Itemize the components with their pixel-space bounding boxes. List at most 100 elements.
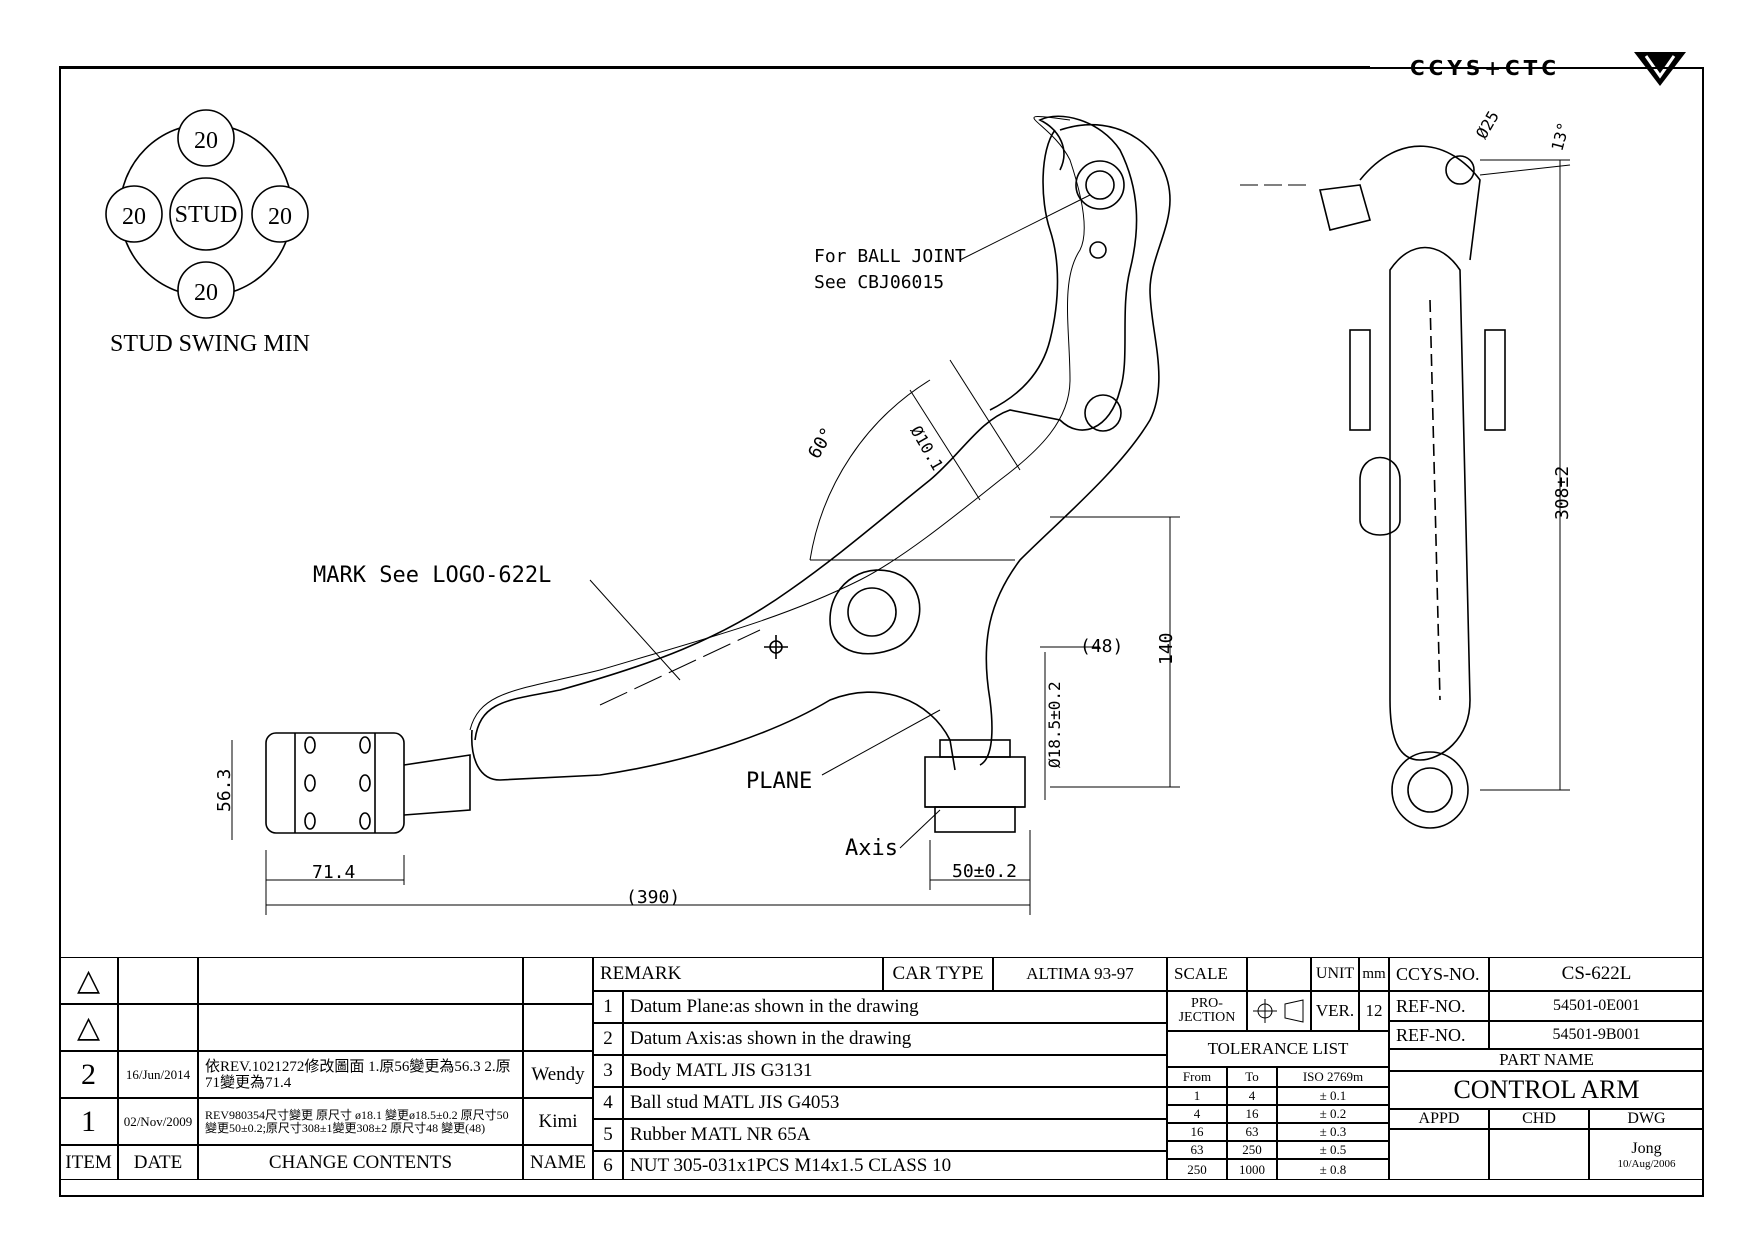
tol-row4-val: ± 0.5 — [1277, 1141, 1389, 1159]
unit-value: mm — [1359, 957, 1389, 991]
remark-4-text: Ball stud MATL JIS G4053 — [623, 1087, 1167, 1119]
appd-value — [1389, 1129, 1489, 1180]
appd-label: APPD — [1389, 1109, 1489, 1129]
rev-triangle-blank-2: △ — [59, 1004, 118, 1051]
rev-contents-blank-1 — [198, 957, 523, 1004]
rev-1-number: 1 — [59, 1098, 118, 1145]
dia-18-label: Ø18.5±0.2 — [1045, 681, 1064, 768]
tol-row3-from: 16 — [1167, 1123, 1227, 1141]
chd-value — [1489, 1129, 1589, 1180]
rev-triangle-blank-1: △ — [59, 957, 118, 1004]
remark-2-no: 2 — [593, 1023, 623, 1055]
remark-5-text: Rubber MATL NR 65A — [623, 1119, 1167, 1151]
tol-row2-to: 16 — [1227, 1105, 1277, 1123]
rev-1-name: Kimi — [523, 1098, 593, 1145]
header-item: ITEM — [59, 1145, 118, 1180]
dim-308-label: 308±2 — [1552, 466, 1573, 520]
dim-71-label: 71.4 — [312, 862, 355, 883]
tol-row1-from: 1 — [1167, 1087, 1227, 1105]
tol-row4-from: 63 — [1167, 1141, 1227, 1159]
remark-3-text: Body MATL JIS G3131 — [623, 1055, 1167, 1087]
remark-4-no: 4 — [593, 1087, 623, 1119]
dim-48-label: (48) — [1080, 636, 1123, 657]
rev-2-contents: 依REV.1021272修改圖面 1.原56變更為56.3 2.原71變更為71… — [198, 1051, 523, 1098]
ref-label-1: REF-NO. — [1389, 991, 1489, 1021]
remark-1-text: Datum Plane:as shown in the drawing — [623, 991, 1167, 1023]
tolerance-header-to: To — [1227, 1067, 1277, 1087]
projection-symbol-icon — [1247, 991, 1311, 1031]
rev-1-date: 02/Nov/2009 — [118, 1098, 198, 1145]
tol-row3-to: 63 — [1227, 1123, 1277, 1141]
tol-row5-from: 250 — [1167, 1159, 1227, 1180]
remark-2-text: Datum Axis:as shown in the drawing — [623, 1023, 1167, 1055]
car-type-label: CAR TYPE — [883, 957, 993, 991]
stud-angle-bottom: 20 — [194, 280, 218, 306]
dim-390-label: (390) — [626, 887, 680, 908]
stud-center-label: STUD — [175, 202, 238, 228]
rev-name-blank-1 — [523, 957, 593, 1004]
tolerance-header-iso: ISO 2769m — [1277, 1067, 1389, 1087]
tol-row1-to: 4 — [1227, 1087, 1277, 1105]
projection-label: PRO- JECTION — [1167, 991, 1247, 1031]
tol-row2-val: ± 0.2 — [1277, 1105, 1389, 1123]
rev-2-number: 2 — [59, 1051, 118, 1098]
ref-label-2: REF-NO. — [1389, 1021, 1489, 1049]
dwg-label: DWG — [1589, 1109, 1704, 1129]
remark-6-no: 6 — [593, 1151, 623, 1180]
ref-number-1: 54501-0E001 — [1489, 991, 1704, 1021]
tolerance-header-from: From — [1167, 1067, 1227, 1087]
angle-60-label: 60° — [804, 424, 838, 463]
remark-6-text: NUT 305-031x1PCS M14x1.5 CLASS 10 — [623, 1151, 1167, 1180]
rev-name-blank-2 — [523, 1004, 593, 1051]
dwg-date: 10/Aug/2006 — [1617, 1157, 1676, 1170]
axis-label: Axis — [845, 836, 898, 861]
rev-contents-blank-2 — [198, 1004, 523, 1051]
unit-label: UNIT — [1311, 957, 1359, 991]
rev-2-name: Wendy — [523, 1051, 593, 1098]
scale-label: SCALE — [1167, 957, 1247, 991]
dim-140-label: 140 — [1156, 632, 1177, 665]
ccys-number: CS-622L — [1489, 957, 1704, 991]
car-type-value: ALTIMA 93-97 — [993, 957, 1167, 991]
stud-swing-title: STUD SWING MIN — [110, 331, 310, 357]
dia-10-label: Ø10.1 — [907, 423, 948, 474]
tolerance-title: TOLERANCE LIST — [1167, 1031, 1389, 1067]
ball-joint-note-1: For BALL JOINT — [814, 246, 966, 267]
rev-2-date: 16/Jun/2014 — [118, 1051, 198, 1098]
dwg-signoff: Jong 10/Aug/2006 — [1589, 1129, 1704, 1180]
header-name: NAME — [523, 1145, 593, 1180]
tol-row3-val: ± 0.3 — [1277, 1123, 1389, 1141]
header-date: DATE — [118, 1145, 198, 1180]
plane-label: PLANE — [746, 769, 812, 794]
stud-angle-top: 20 — [194, 128, 218, 154]
chd-label: CHD — [1489, 1109, 1589, 1129]
tol-row5-val: ± 0.8 — [1277, 1159, 1389, 1180]
scale-value — [1247, 957, 1311, 991]
tol-row5-to: 1000 — [1227, 1159, 1277, 1180]
ref-number-2: 54501-9B001 — [1489, 1021, 1704, 1049]
ball-joint-note-2: See CBJ06015 — [814, 272, 944, 293]
remark-3-no: 3 — [593, 1055, 623, 1087]
remark-1-no: 1 — [593, 991, 623, 1023]
tol-row2-from: 4 — [1167, 1105, 1227, 1123]
ver-label: VER. — [1311, 991, 1359, 1031]
title-block: △ △ 2 16/Jun/2014 依REV.1021272修改圖面 1.原56… — [59, 957, 1704, 1197]
ccys-label: CCYS-NO. — [1389, 957, 1489, 991]
drawing-frame — [59, 67, 1704, 1197]
ver-value: 12 — [1359, 991, 1389, 1031]
stud-angle-left: 20 — [122, 204, 146, 230]
tol-row4-to: 250 — [1227, 1141, 1277, 1159]
mark-note: MARK See LOGO-622L — [313, 563, 551, 588]
stud-angle-right: 20 — [268, 204, 292, 230]
dia-25-label: Ø25 — [1472, 107, 1503, 142]
part-name-label: PART NAME — [1389, 1049, 1704, 1071]
brand-emblem-icon — [1634, 52, 1686, 86]
part-name-value: CONTROL ARM — [1389, 1071, 1704, 1109]
dwg-by: Jong — [1631, 1139, 1662, 1157]
tol-row1-val: ± 0.1 — [1277, 1087, 1389, 1105]
rev-date-blank-1 — [118, 957, 198, 1004]
header-change-contents: CHANGE CONTENTS — [198, 1145, 523, 1180]
rev-date-blank-2 — [118, 1004, 198, 1051]
remark-label: REMARK — [593, 957, 883, 991]
